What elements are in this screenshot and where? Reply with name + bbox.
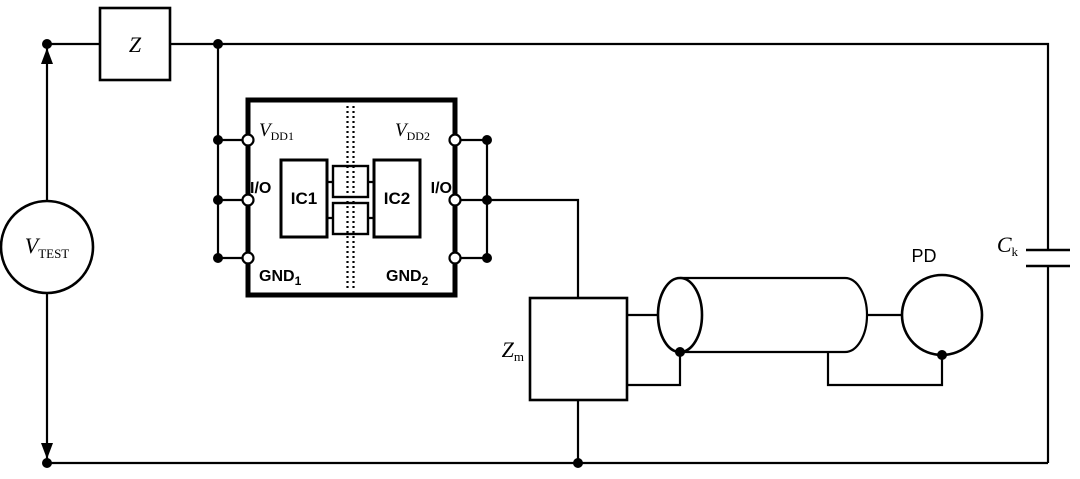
pin-gnd1 xyxy=(241,251,255,265)
pd-return-wire xyxy=(826,352,944,387)
arrowhead-down-icon xyxy=(41,443,53,459)
ic1-box xyxy=(279,158,329,239)
zm-box xyxy=(528,296,629,402)
junction-dot xyxy=(482,195,492,205)
coax-body xyxy=(680,276,869,354)
gnd2-label: GND2 xyxy=(386,268,429,288)
junction-dot xyxy=(482,135,492,145)
coupling-links-wire xyxy=(327,180,374,220)
z-label: Z xyxy=(129,32,142,57)
zm-label: Zm xyxy=(502,337,524,364)
junction-dots xyxy=(42,39,947,468)
arrowhead-up-icon xyxy=(41,48,53,64)
pd-label: PD xyxy=(911,246,936,266)
coupling-element-bottom xyxy=(331,201,370,236)
vdd-bus-wire xyxy=(216,44,242,260)
gnd1-label: GND1 xyxy=(259,268,302,288)
junction-dot xyxy=(482,253,492,263)
pin-io-right xyxy=(448,193,462,207)
pin-gnd2 xyxy=(448,251,462,265)
vtest-source-circle xyxy=(0,199,95,295)
vtest-label: VTEST xyxy=(25,233,70,261)
ic1-label: IC1 xyxy=(291,189,317,208)
pin-vdd1 xyxy=(241,133,255,147)
junction-dot xyxy=(42,39,52,49)
coax-left-end xyxy=(656,276,704,354)
io-left-label: I/O xyxy=(250,180,271,197)
junction-dot xyxy=(213,135,223,145)
ck-label: Ck xyxy=(997,232,1019,259)
junction-dot xyxy=(573,458,583,468)
top-rail-wire xyxy=(47,42,1050,250)
coupling-element-top xyxy=(331,164,370,199)
junction-dot xyxy=(213,253,223,263)
junction-dot xyxy=(42,458,52,468)
pin-io-left xyxy=(241,193,255,207)
junction-dot xyxy=(675,347,685,357)
pin-vdd2 xyxy=(448,133,462,147)
junction-dot xyxy=(213,39,223,49)
isolation-barrier xyxy=(346,106,355,289)
pd-circle xyxy=(900,273,984,357)
z-impedance-box xyxy=(98,6,172,82)
io-right-label: I/O xyxy=(431,180,452,197)
ic2-label: IC2 xyxy=(384,189,410,208)
ck-capacitor xyxy=(1026,248,1070,268)
vdd2-label: VDD2 xyxy=(395,120,430,143)
zm-to-coax-wires xyxy=(627,313,682,387)
ic2-box xyxy=(372,158,422,239)
vdd1-label: VDD1 xyxy=(259,120,294,143)
junction-dot xyxy=(937,350,947,360)
io-bus-wire xyxy=(461,138,580,298)
junction-dot xyxy=(213,195,223,205)
